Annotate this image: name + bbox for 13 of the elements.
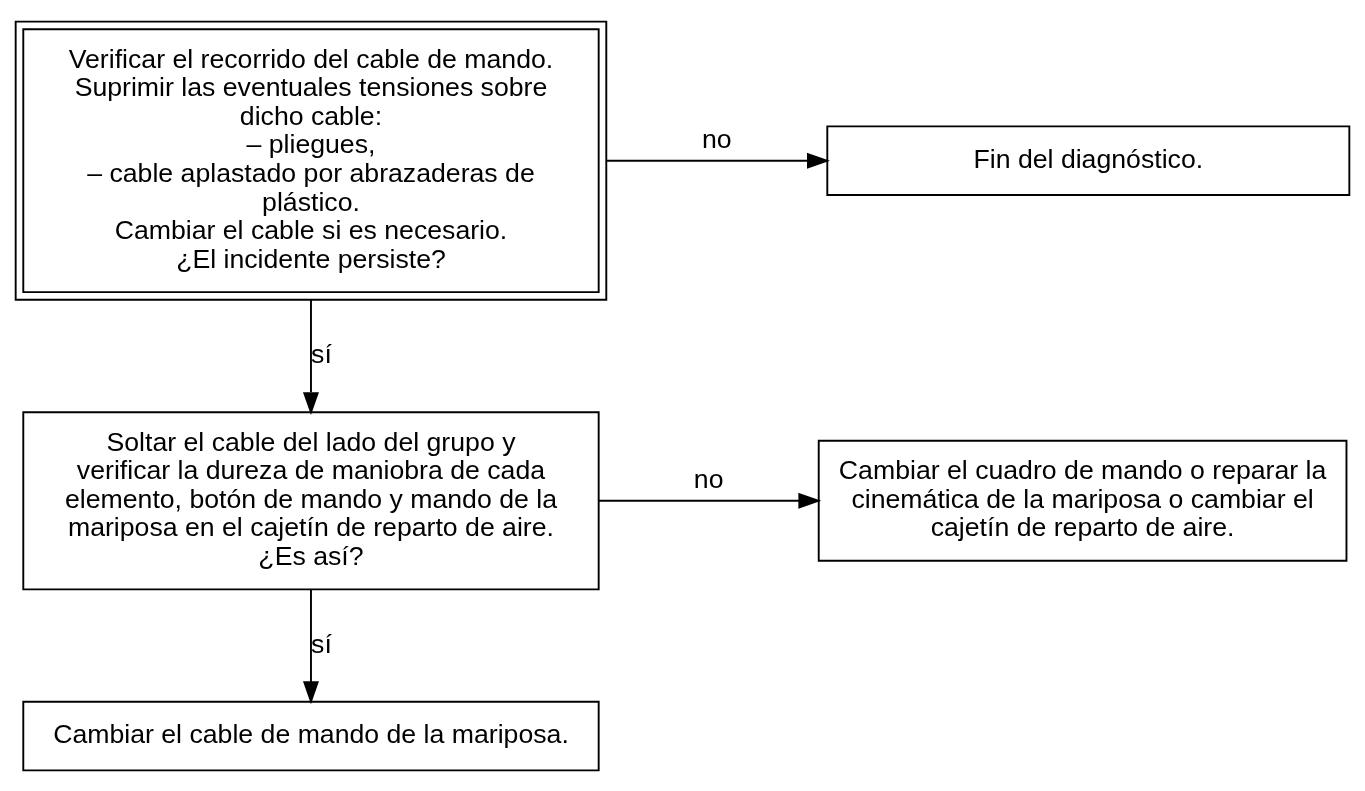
edge-label: no <box>693 463 724 494</box>
node-box: Cambiar el cuadro de mando o reparar la cinemática de la mariposa o cambiar el cajetín de reparto de aire. <box>817 439 1348 562</box>
node-box: Cambiar el cable de mando de la mariposa. <box>22 700 600 771</box>
edge-label: sí <box>311 628 332 659</box>
arrow <box>605 152 830 169</box>
arrow <box>302 298 319 415</box>
edge-label: no <box>701 123 732 154</box>
edge-label: sí <box>311 338 332 369</box>
node-box: Soltar el cable del lado del grupo y verificar la dureza de maniobra de cada elemento, botón de mando y mando de la mariposa en el cajetín de reparto de aire. ¿Es así? <box>22 410 600 590</box>
node-box: Verificar el recorrido del cable de mando. Suprimir las eventuales tensiones sobre dicho cable: – pliegues, – cable aplastado por abrazaderas de plástico. Cambiar el cable si es necesario. ¿El incidente persiste? <box>14 20 608 301</box>
arrow <box>302 588 319 704</box>
arrow <box>597 492 822 509</box>
node-box: Fin del diagnóstico. <box>826 124 1351 196</box>
